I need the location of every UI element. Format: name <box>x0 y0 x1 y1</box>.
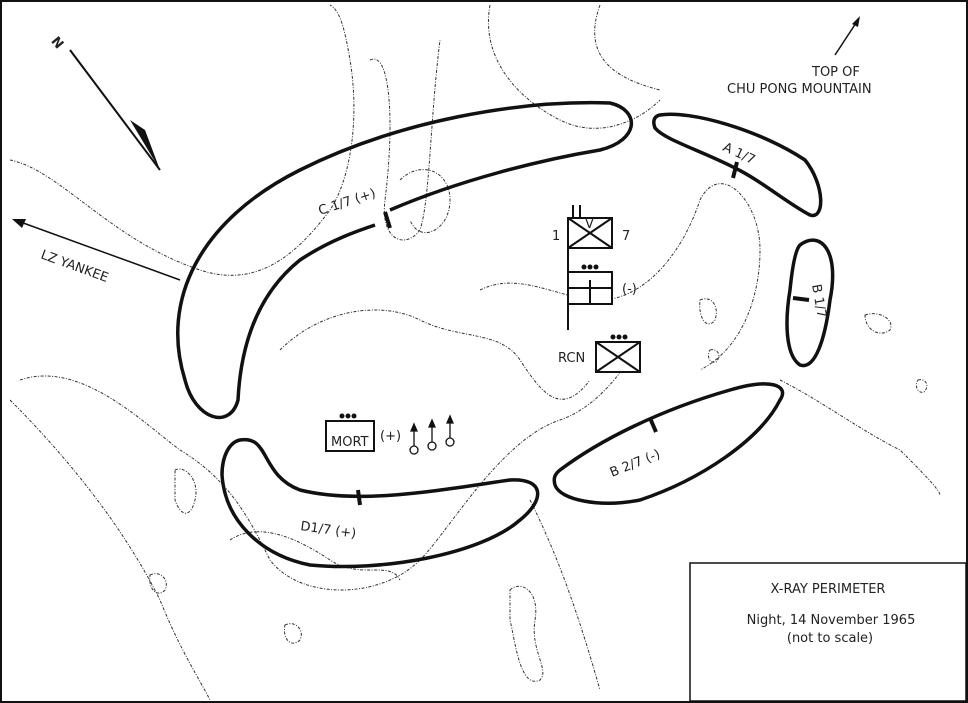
unit-c17-label: C 1/7 (+) <box>317 186 378 219</box>
mountain-label-line2: CHU PONG MOUNTAIN <box>727 82 872 97</box>
hq-symbol-letter: V <box>585 217 594 232</box>
legend-box <box>689 562 967 702</box>
north-arrow-icon <box>69 49 161 171</box>
unit-b27-label: B 2/7 (-) <box>608 447 663 481</box>
mountain-label-line1: TOP OF <box>811 65 860 80</box>
terrain-contours <box>9 4 941 701</box>
unit-c17-position <box>176 100 634 420</box>
hq-right-label: 7 <box>622 229 630 244</box>
battalion-hq-symbol-icon <box>567 205 613 330</box>
legend-date: Night, 14 November 1965 <box>747 613 916 628</box>
unit-a17-position <box>652 112 823 218</box>
support-company-symbol-icon <box>567 264 613 305</box>
mortar-symbol-icon <box>325 413 375 452</box>
recon-label: RCN <box>558 351 585 366</box>
legend-note: (not to scale) <box>787 631 873 646</box>
lz-yankee-label: LZ YANKEE <box>39 248 111 286</box>
unit-b27-position <box>552 382 785 505</box>
north-label: N <box>48 34 66 52</box>
mortar-suffix: (+) <box>380 429 401 444</box>
lz-yankee-arrow-icon <box>12 219 181 281</box>
hq-left-label: 1 <box>552 229 560 244</box>
mountain-arrow-icon <box>834 16 860 56</box>
support-suffix-label: (-) <box>622 282 637 297</box>
mortar-label: MORT <box>331 435 369 450</box>
unit-b17-label: B 1/7 <box>808 283 829 319</box>
mortar-tube-icons <box>409 414 455 455</box>
legend-title: X-RAY PERIMETER <box>771 582 886 597</box>
unit-d17-position <box>220 437 540 569</box>
recon-platoon-symbol-icon <box>595 334 641 373</box>
unit-d17-label: D1/7 (+) <box>299 519 357 542</box>
unit-b17-position <box>785 238 835 368</box>
